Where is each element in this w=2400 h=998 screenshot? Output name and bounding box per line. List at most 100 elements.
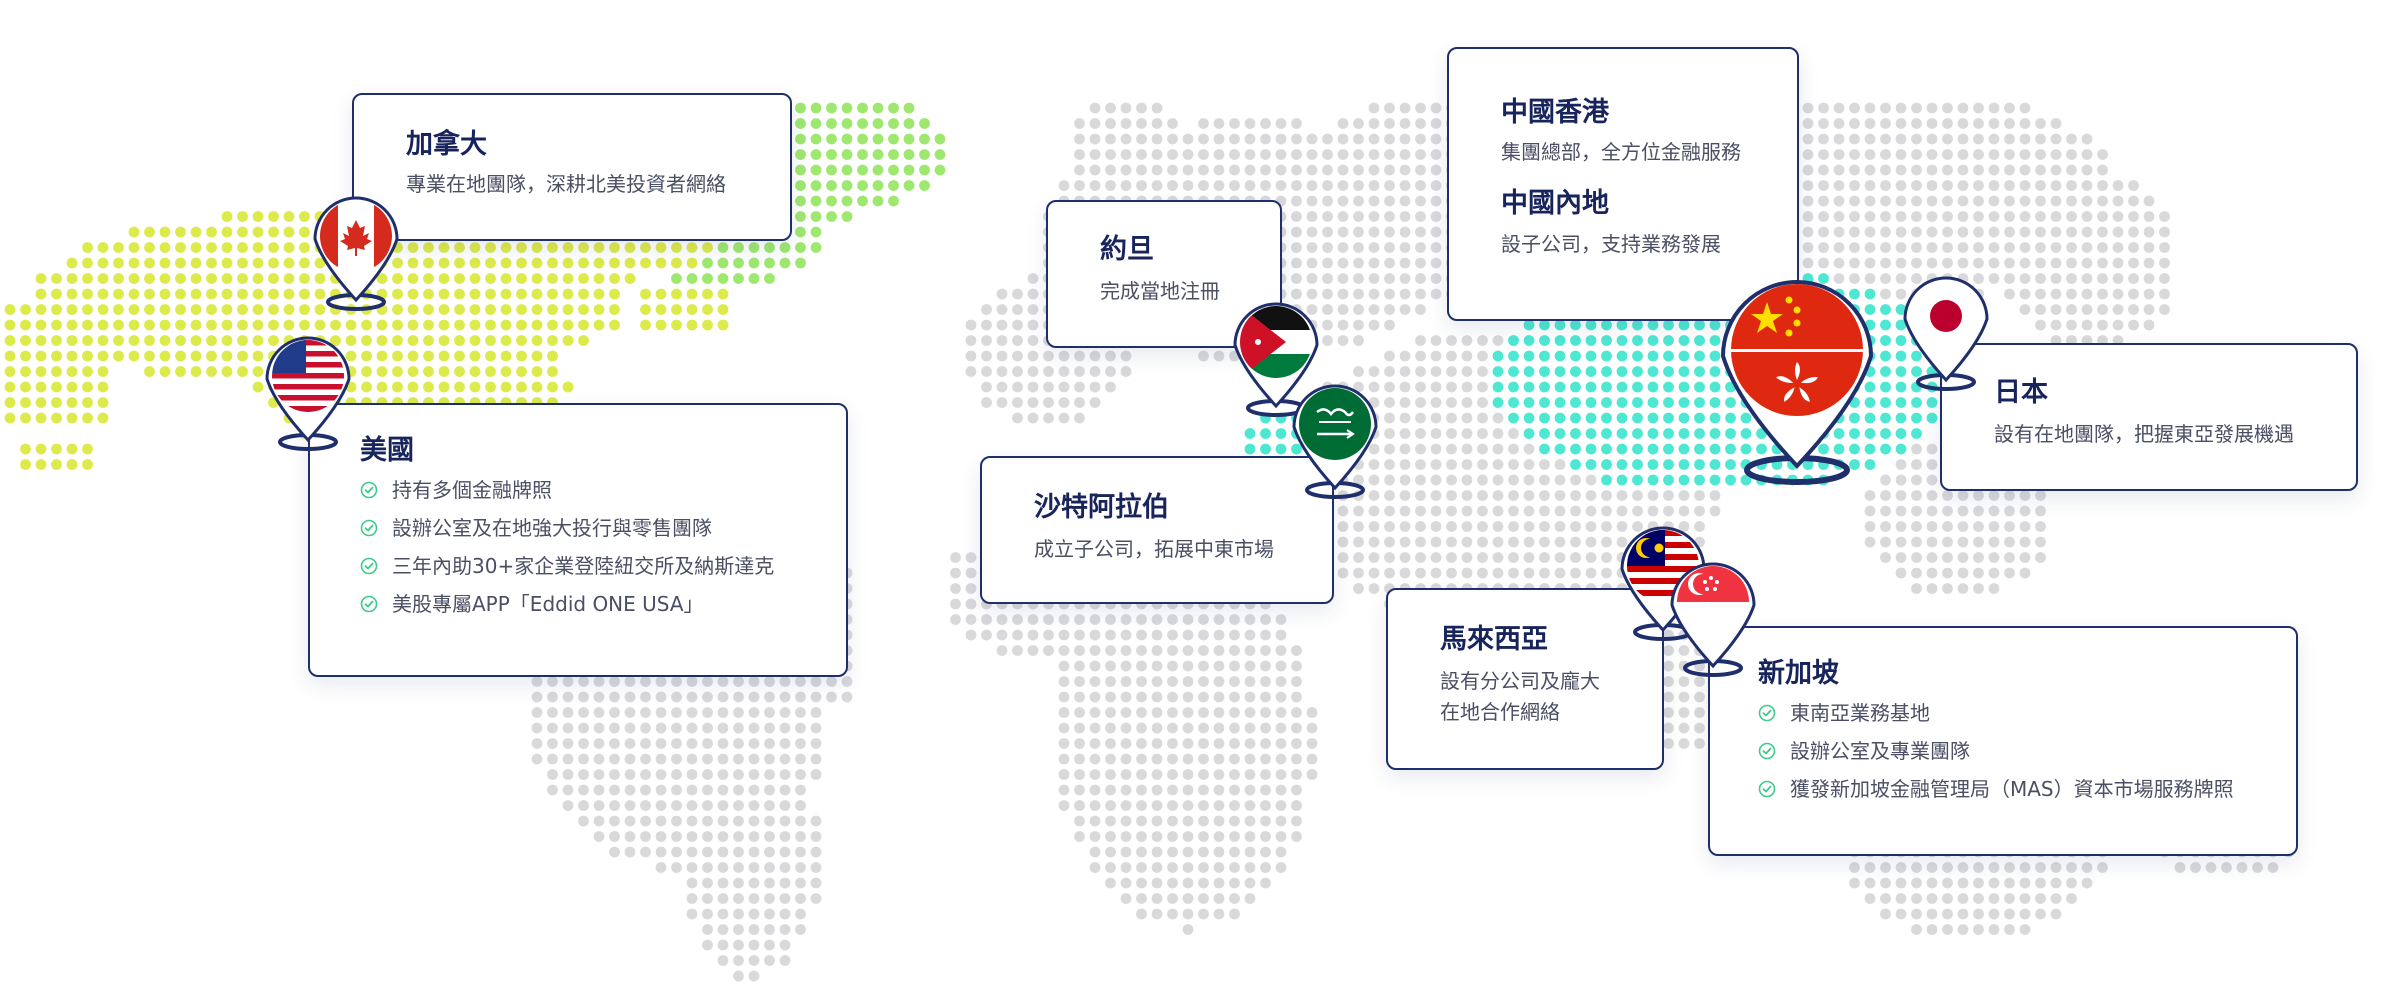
map-dot [1244, 893, 1256, 904]
map-dot [1244, 645, 1256, 656]
map-dot [376, 366, 388, 377]
map-dot [206, 257, 217, 269]
map-dot [1089, 366, 1101, 377]
map-dot [1663, 428, 1674, 439]
map-dot [1864, 102, 1876, 114]
map-dot [1291, 676, 1302, 687]
map-dot [159, 288, 171, 300]
map-dot [314, 304, 326, 315]
map-dot [1492, 521, 1504, 532]
map-dot [500, 242, 512, 253]
map-dot [35, 443, 47, 455]
map-dot [1213, 660, 1225, 672]
map-dot [1291, 753, 1302, 765]
map-dot [1601, 459, 1612, 470]
usa-title: 美國 [360, 435, 414, 466]
map-dot [1353, 552, 1364, 563]
map-dot [2019, 149, 2031, 160]
map-dot [1880, 226, 1891, 238]
map-dot [4, 319, 16, 331]
map-dot [97, 412, 109, 424]
map-dot [671, 676, 682, 687]
map-dot [1260, 428, 1271, 439]
map-dot [1337, 133, 1349, 145]
map-dot [624, 784, 636, 796]
map-dot [1988, 924, 2000, 935]
map-dot [66, 288, 78, 300]
canada-desc: 專業在地團隊，深耕北美投資者網絡 [406, 172, 726, 197]
map-dot [1260, 769, 1271, 780]
map-dot [810, 893, 822, 904]
map-dot [702, 242, 713, 253]
map-dot [1058, 738, 1070, 749]
map-dot [1151, 118, 1163, 129]
map-dot [1895, 319, 1907, 331]
map-dot [2050, 877, 2062, 889]
map-dot [113, 288, 124, 300]
map-dot [2050, 273, 2062, 284]
map-dot [1911, 536, 1922, 548]
map-dot [1492, 474, 1504, 486]
map-dot [454, 319, 465, 331]
map-dot [97, 381, 109, 393]
japan-desc: 設有在地團隊，把握東亞發展機遇 [1994, 422, 2294, 447]
map-dot [1833, 257, 1845, 269]
map-dot [1802, 133, 1814, 145]
map-dot [1911, 893, 1922, 904]
map-dot [1973, 583, 1984, 594]
map-dot [1384, 428, 1395, 439]
map-dot [1926, 490, 1938, 501]
map-dot [206, 335, 217, 346]
map-dot [1864, 443, 1876, 455]
map-dot [1120, 831, 1132, 842]
map-dot [2004, 567, 2015, 579]
map-dot [981, 319, 992, 331]
map-dot [609, 753, 620, 765]
map-dot [113, 257, 124, 269]
map-dot [1461, 381, 1473, 393]
map-dot [1849, 133, 1860, 145]
map-dot [1399, 226, 1411, 238]
map-dot [1632, 397, 1643, 408]
map-dot [159, 366, 171, 377]
map-dot [1399, 180, 1411, 191]
map-dot [1399, 118, 1411, 129]
map-dot [2143, 195, 2155, 207]
map-dot [97, 319, 109, 331]
map-dot [795, 691, 806, 703]
map-dot [237, 304, 248, 315]
map-dot [1942, 877, 1953, 889]
map-dot [1973, 118, 1984, 129]
map-dot [1508, 505, 1519, 517]
map-dot [1601, 335, 1612, 346]
map-dot [1167, 149, 1178, 160]
map-dot [237, 288, 248, 300]
map-dot [1942, 924, 1953, 935]
map-dot [1260, 629, 1271, 641]
map-dot [82, 381, 93, 393]
map-dot [1911, 211, 1922, 222]
map-dot [934, 149, 946, 160]
map-dot [1554, 443, 1566, 455]
map-dot [1120, 102, 1132, 114]
map-dot [1709, 319, 1721, 331]
map-dot [1430, 242, 1442, 253]
map-dot [578, 722, 589, 734]
map-dot [485, 257, 496, 269]
map-dot [268, 319, 279, 331]
map-dot [1229, 149, 1240, 160]
map-dot [1182, 831, 1194, 842]
saudi-card: 沙特阿拉伯 成立子公司，拓展中東市場 [980, 456, 1334, 604]
map-dot [795, 118, 806, 129]
map-dot [516, 335, 527, 346]
map-dot [1632, 490, 1643, 501]
map-dot [51, 443, 62, 455]
map-dot [531, 273, 543, 284]
map-dot [1957, 893, 1969, 904]
map-dot [841, 195, 853, 207]
map-dot [733, 862, 744, 873]
map-dot [1585, 521, 1597, 532]
map-dot [1632, 428, 1643, 439]
map-dot [764, 893, 775, 904]
map-dot [1136, 753, 1147, 765]
